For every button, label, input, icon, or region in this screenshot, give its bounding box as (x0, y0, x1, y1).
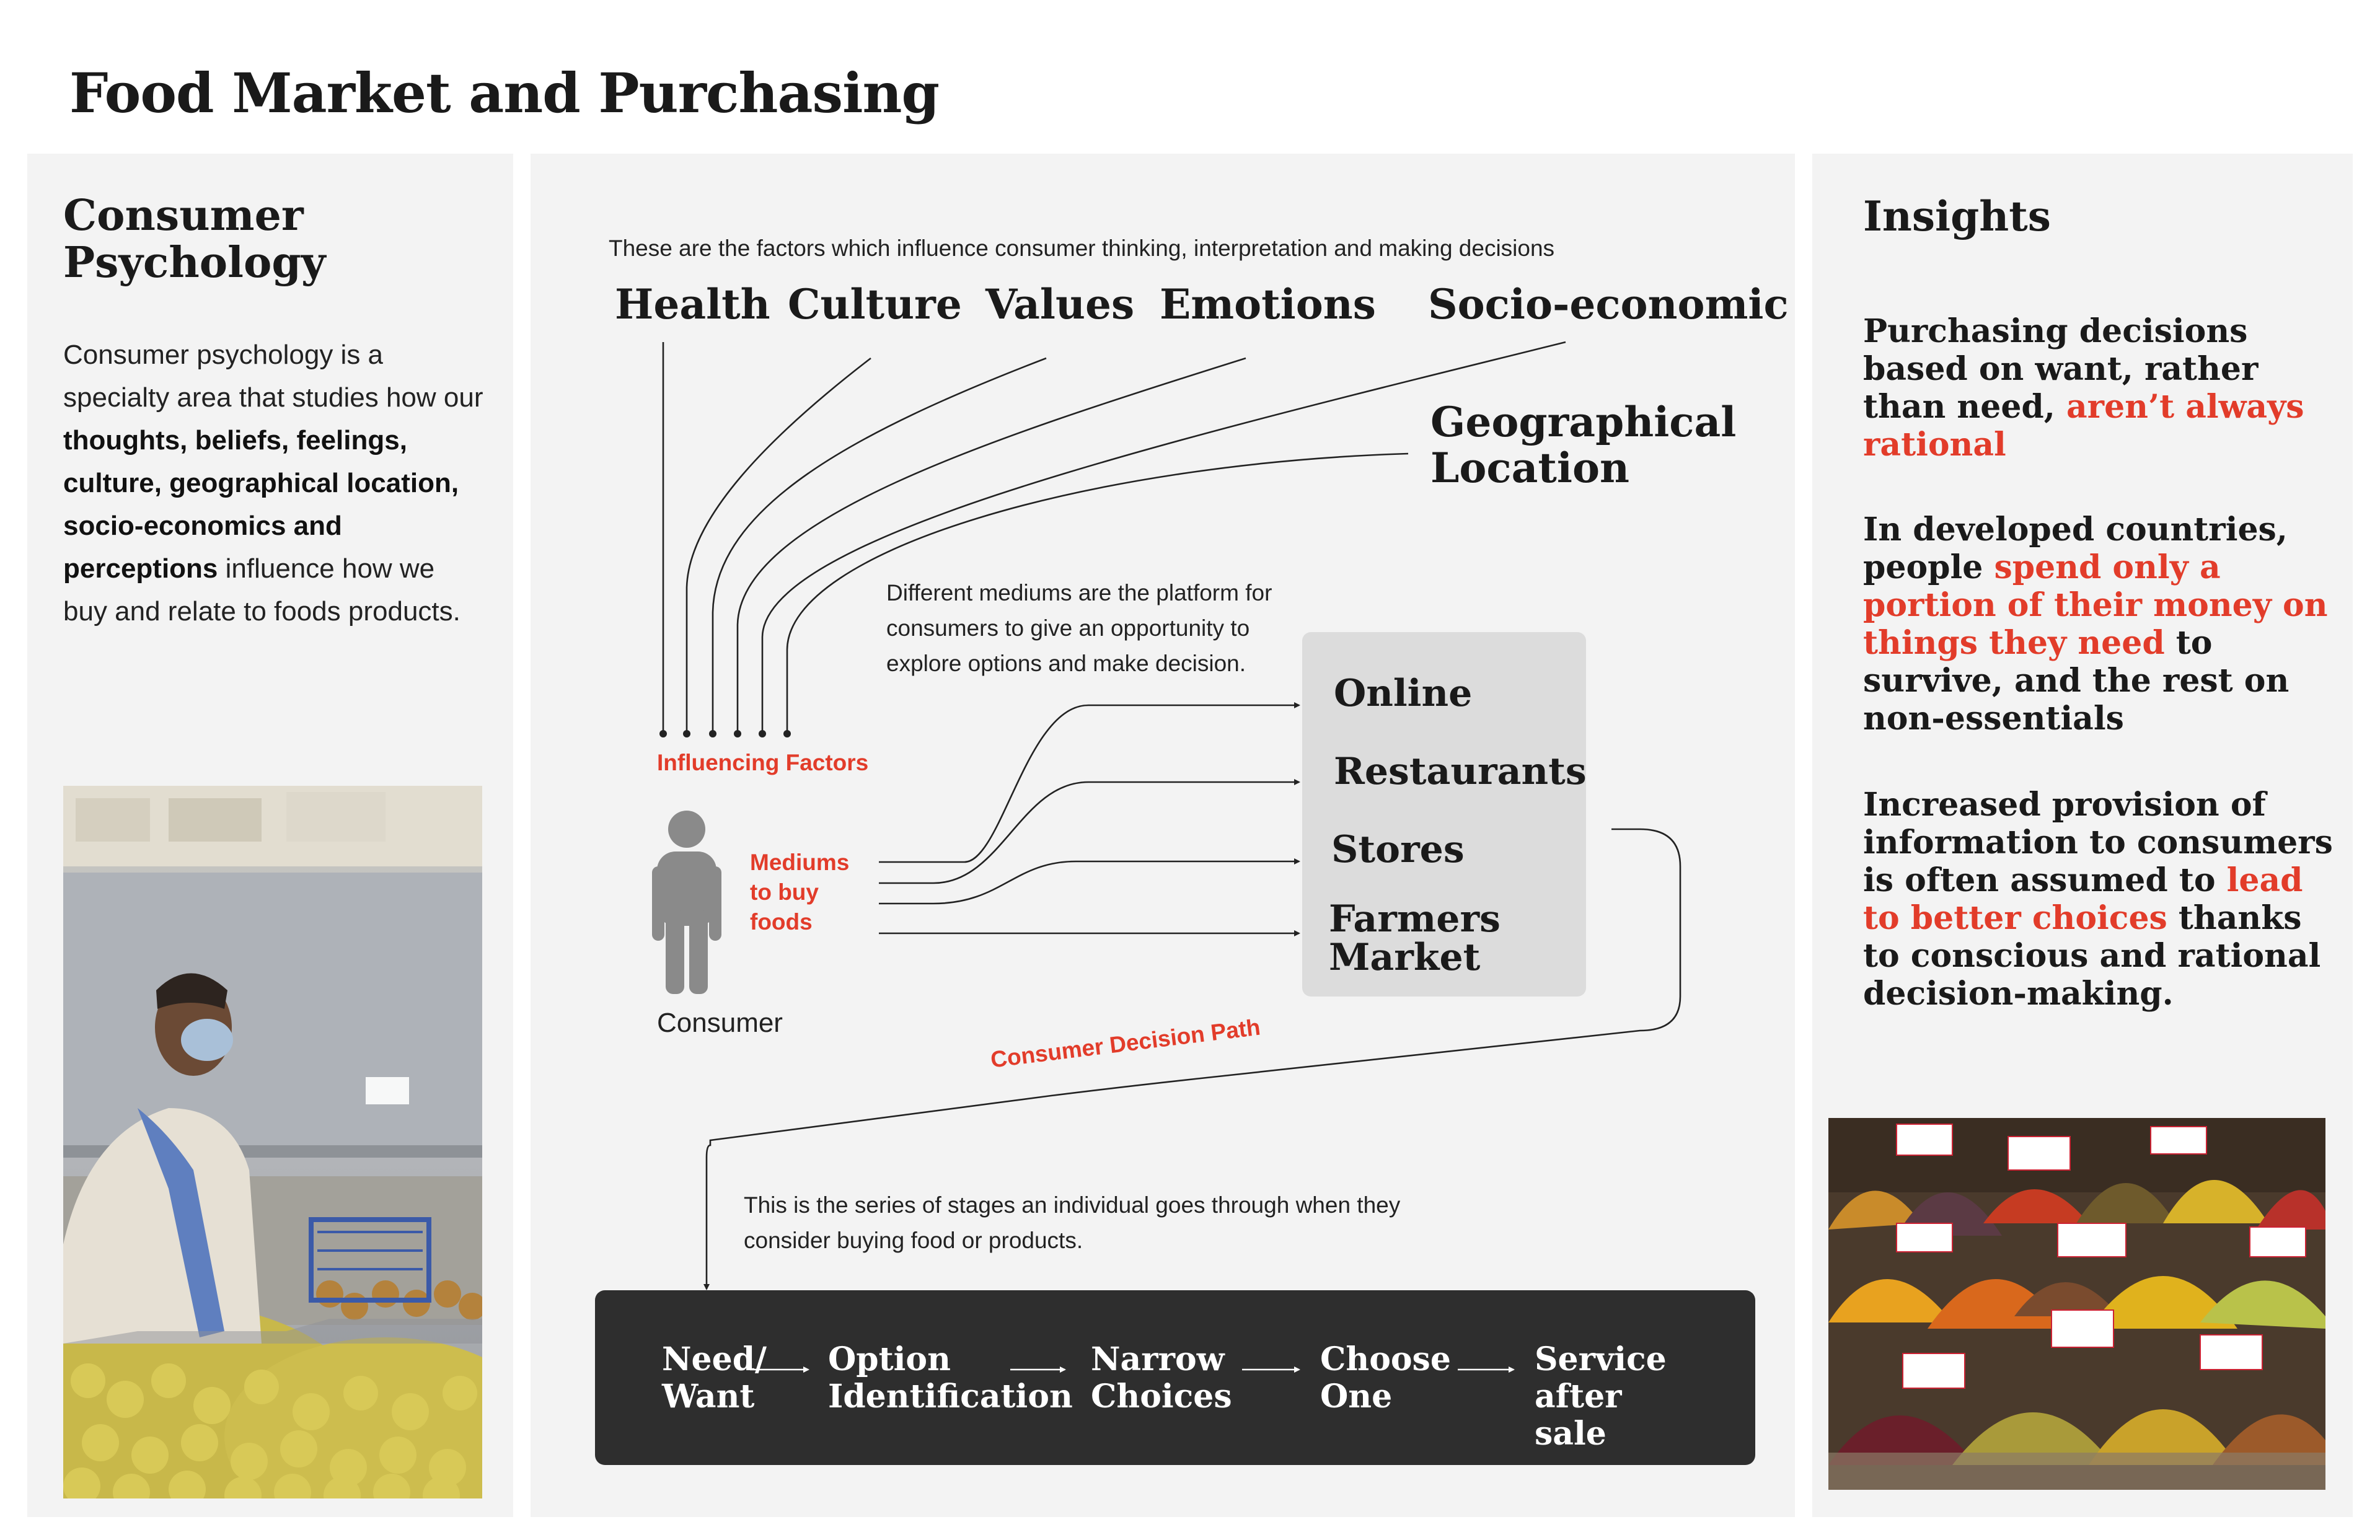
mediums-label: Mediums to buy foods (750, 850, 850, 935)
influencing-factors-label: Influencing Factors (657, 750, 869, 775)
insight-3-text-end: thanks to conscious and rational decisio… (1863, 899, 2321, 1013)
consumer-psychology-panel: Consumer Psychology Consumer psychology … (27, 154, 513, 1517)
insight-2-text: In developed countries, people (1863, 511, 2288, 586)
insight-2-text-end: to survive, and the rest on non-essentia… (1863, 624, 2290, 737)
stage-need-want: Need/ Want (662, 1340, 767, 1415)
insights-heading: Insights (1863, 192, 2051, 240)
insight-1-text: Purchasing decisions based on want, rath… (1863, 312, 2259, 426)
consumer-label: Consumer (657, 1008, 783, 1038)
spice-market-photo (1828, 1118, 2325, 1490)
consumer-psychology-heading: Consumer Psychology (63, 191, 326, 288)
factor-health: Health (615, 280, 770, 328)
stage-choose-one: Choose One (1320, 1340, 1451, 1415)
insight-1-highlight: aren’t always rational (1863, 388, 2304, 464)
description-text-end: influence how we buy and relate to foods… (63, 553, 461, 627)
description-text: Consumer psychology is a specialty area … (63, 340, 483, 413)
factor-geographical-location: Geographical Location (1430, 398, 1737, 492)
stage-service-after-sale: Service after sale (1535, 1340, 1667, 1453)
diagram-panel: These are the factors which influence co… (531, 154, 1795, 1517)
stage-option-identification: Option Identification (828, 1340, 1073, 1415)
medium-farmers-market: Farmers Market (1329, 897, 1501, 979)
factor-values: Values (985, 280, 1135, 328)
factor-socio-economic: Socio-economic (1428, 280, 1789, 328)
insight-3-highlight: lead to better choices (1863, 861, 2303, 937)
factor-culture: Culture (788, 280, 962, 328)
insight-3: Increased provision of information to co… (1863, 786, 2334, 1013)
consumer-psychology-description: Consumer psychology is a specialty area … (63, 333, 485, 633)
factor-emotions: Emotions (1160, 280, 1376, 328)
medium-restaurants: Restaurants (1334, 750, 1587, 793)
medium-online: Online (1334, 672, 1473, 715)
mediums-note: Different mediums are the platform for c… (886, 580, 1272, 676)
stage-narrow-choices: Narrow Choices (1091, 1340, 1232, 1415)
mediums-box (1302, 632, 1586, 997)
description-bold-text: thoughts, beliefs, feelings, culture, ge… (63, 425, 459, 584)
insight-1: Purchasing decisions based on want, rath… (1863, 312, 2334, 464)
insights-panel: Insights Purchasing decisions based on w… (1812, 154, 2353, 1517)
stage-arrows (750, 1366, 1515, 1373)
insight-2-highlight: spend only a portion of their money on t… (1863, 548, 2328, 662)
stages-note: This is the series of stages an individu… (744, 1192, 1401, 1253)
insight-2: In developed countries, people spend onl… (1863, 511, 2334, 737)
person-icon (652, 811, 721, 994)
connector-lines (659, 341, 1681, 1290)
page-title: Food Market and Purchasing (69, 61, 940, 125)
medium-stores: Stores (1331, 828, 1465, 871)
decision-stages-bar: Need/ Want Option Identification Narrow … (595, 1290, 1755, 1465)
insight-3-text: Increased provision of information to co… (1863, 786, 2333, 899)
shopper-photo (63, 786, 482, 1498)
factors-note: These are the factors which influence co… (609, 235, 1555, 261)
